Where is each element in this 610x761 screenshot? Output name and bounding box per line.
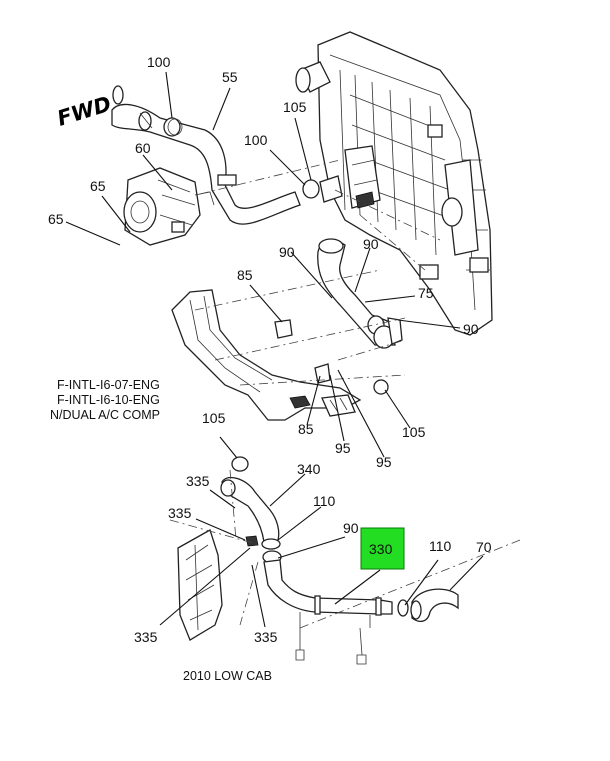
callout-90-lower[interactable]: 90 [343, 520, 359, 536]
callout-330[interactable]: 330 [369, 541, 393, 557]
callout-85-top[interactable]: 85 [237, 267, 253, 283]
callout-60[interactable]: 60 [135, 140, 151, 156]
callout-105-right[interactable]: 105 [402, 424, 426, 440]
note-line-3: N/DUAL A/C COMP [50, 408, 160, 422]
callout-335-top[interactable]: 335 [186, 473, 210, 489]
callout-335-left[interactable]: 335 [168, 505, 192, 521]
callout-70[interactable]: 70 [476, 539, 492, 555]
mounting-plate [177, 529, 223, 641]
hose-clamp-100-left [163, 117, 183, 137]
callout-100-mid[interactable]: 100 [244, 132, 268, 148]
assembly-lines-lower [169, 469, 521, 629]
callout-65-lower[interactable]: 65 [48, 211, 64, 227]
callout-335-bottom-right[interactable]: 335 [254, 629, 278, 645]
callout-340[interactable]: 340 [297, 461, 321, 477]
callout-90-left[interactable]: 90 [279, 244, 295, 260]
hose-70-and-clamp [397, 588, 459, 623]
lower-caption: 2010 LOW CAB [183, 669, 272, 683]
callout-335-bottom-left[interactable]: 335 [134, 629, 158, 645]
callout-100-top[interactable]: 100 [147, 54, 171, 70]
callout-65-upper[interactable]: 65 [90, 178, 106, 194]
forward-label: FWD [54, 92, 114, 131]
bracket-85 [274, 319, 331, 384]
lower-hose-340 [220, 456, 280, 543]
upper-coolant-hose [111, 103, 301, 225]
ac-compressor [123, 167, 215, 246]
hose-clamp-100-right [302, 175, 343, 203]
callout-95-right[interactable]: 95 [376, 454, 392, 470]
callout-105-lower[interactable]: 105 [202, 410, 226, 426]
callout-55[interactable]: 55 [222, 69, 238, 85]
callout-90-right[interactable]: 90 [363, 236, 379, 252]
note-line-2: F-INTL-I6-10-ENG [57, 393, 160, 407]
callout-95-left[interactable]: 95 [335, 440, 351, 456]
lower-coolant-hose [317, 238, 403, 349]
coolant-tube-330 [263, 559, 393, 628]
callout-85-bottom[interactable]: 85 [298, 421, 314, 437]
callout-110-right[interactable]: 110 [429, 538, 452, 554]
callout-90-far-right[interactable]: 90 [463, 321, 479, 337]
frame-rail [171, 289, 362, 421]
highlight-box-330[interactable] [360, 527, 405, 570]
callout-105-top[interactable]: 105 [283, 99, 307, 115]
clamp-105-right [373, 379, 389, 395]
mounting-bolts [295, 627, 367, 665]
application-notes: F-INTL-I6-07-ENG F-INTL-I6-10-ENG N/DUAL… [50, 378, 272, 683]
leader-lines-lower [159, 436, 484, 628]
hose-clamps-lower [245, 535, 282, 564]
callout-110-left[interactable]: 110 [313, 493, 336, 509]
callout-75[interactable]: 75 [418, 285, 434, 301]
radiator-assembly [295, 31, 493, 336]
leader-lines-upper [65, 71, 461, 458]
note-line-1: F-INTL-I6-07-ENG [57, 378, 160, 392]
callout-labels: 100 55 105 100 60 65 65 90 90 85 75 90 8… [48, 54, 492, 645]
assembly-lines-upper [194, 159, 441, 386]
